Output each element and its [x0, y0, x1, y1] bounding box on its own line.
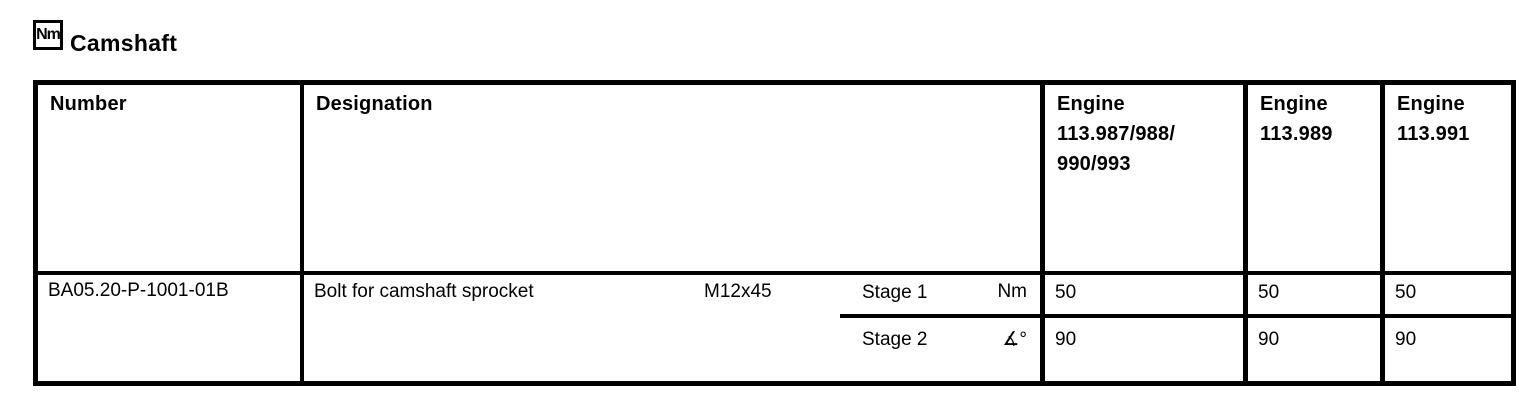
cell-document-number: BA05.20-P-1001-01B — [48, 280, 229, 301]
table-header-row: Number Designation Engine 113.987/988/ 9… — [38, 85, 1511, 275]
engine-113-989-stage-1-value: 50 — [1248, 275, 1380, 318]
col-header-designation: Designation — [300, 85, 1040, 271]
cell-designation: Bolt for camshaft sprocket M12x45 Stage … — [300, 275, 1040, 381]
cell-engine-113-987-values: 50 90 — [1040, 275, 1243, 381]
designation-text: Bolt for camshaft sprocket — [314, 281, 534, 302]
engine-113-987-stage-1-value: 50 — [1045, 275, 1243, 318]
col-header-engine-113-989: Engine 113.989 — [1243, 85, 1380, 271]
col-header-engine-113-991: Engine 113.991 — [1380, 85, 1511, 271]
torque-spec-table: Number Designation Engine 113.987/988/ 9… — [33, 80, 1516, 386]
stage-row-1: Stage 1 Nm — [840, 275, 1040, 318]
col-header-engine-113-987: Engine 113.987/988/ 990/993 — [1040, 85, 1243, 271]
page-title: Camshaft — [70, 30, 178, 56]
stage-2-unit-angle-icon: ∡° — [1002, 329, 1027, 350]
engine-113-991-stage-2-value: 90 — [1395, 329, 1417, 350]
engine-113-989-stage-2-value: 90 — [1258, 329, 1280, 350]
cell-engine-113-989-values: 50 90 — [1243, 275, 1380, 381]
stage-2-label: Stage 2 — [862, 329, 928, 350]
bolt-size-text: M12x45 — [704, 281, 772, 302]
engine-113-991-stage-1-value: 50 — [1385, 275, 1511, 318]
stage-1-label: Stage 1 — [862, 282, 928, 303]
table-row: BA05.20-P-1001-01B Bolt for camshaft spr… — [38, 275, 1511, 381]
stage-rows: Stage 1 Nm Stage 2 ∡° — [840, 275, 1040, 381]
cell-engine-113-991-values: 50 90 — [1380, 275, 1511, 381]
nm-torque-icon: Nm — [33, 20, 63, 50]
page-heading: Nm Camshaft — [33, 20, 177, 55]
stage-1-unit-nm: Nm — [997, 281, 1027, 302]
stage-row-2: Stage 2 ∡° — [840, 318, 1040, 381]
engine-113-987-stage-2-value: 90 — [1055, 329, 1077, 350]
nm-icon-label: Nm — [36, 26, 61, 43]
col-header-number: Number — [50, 93, 127, 115]
